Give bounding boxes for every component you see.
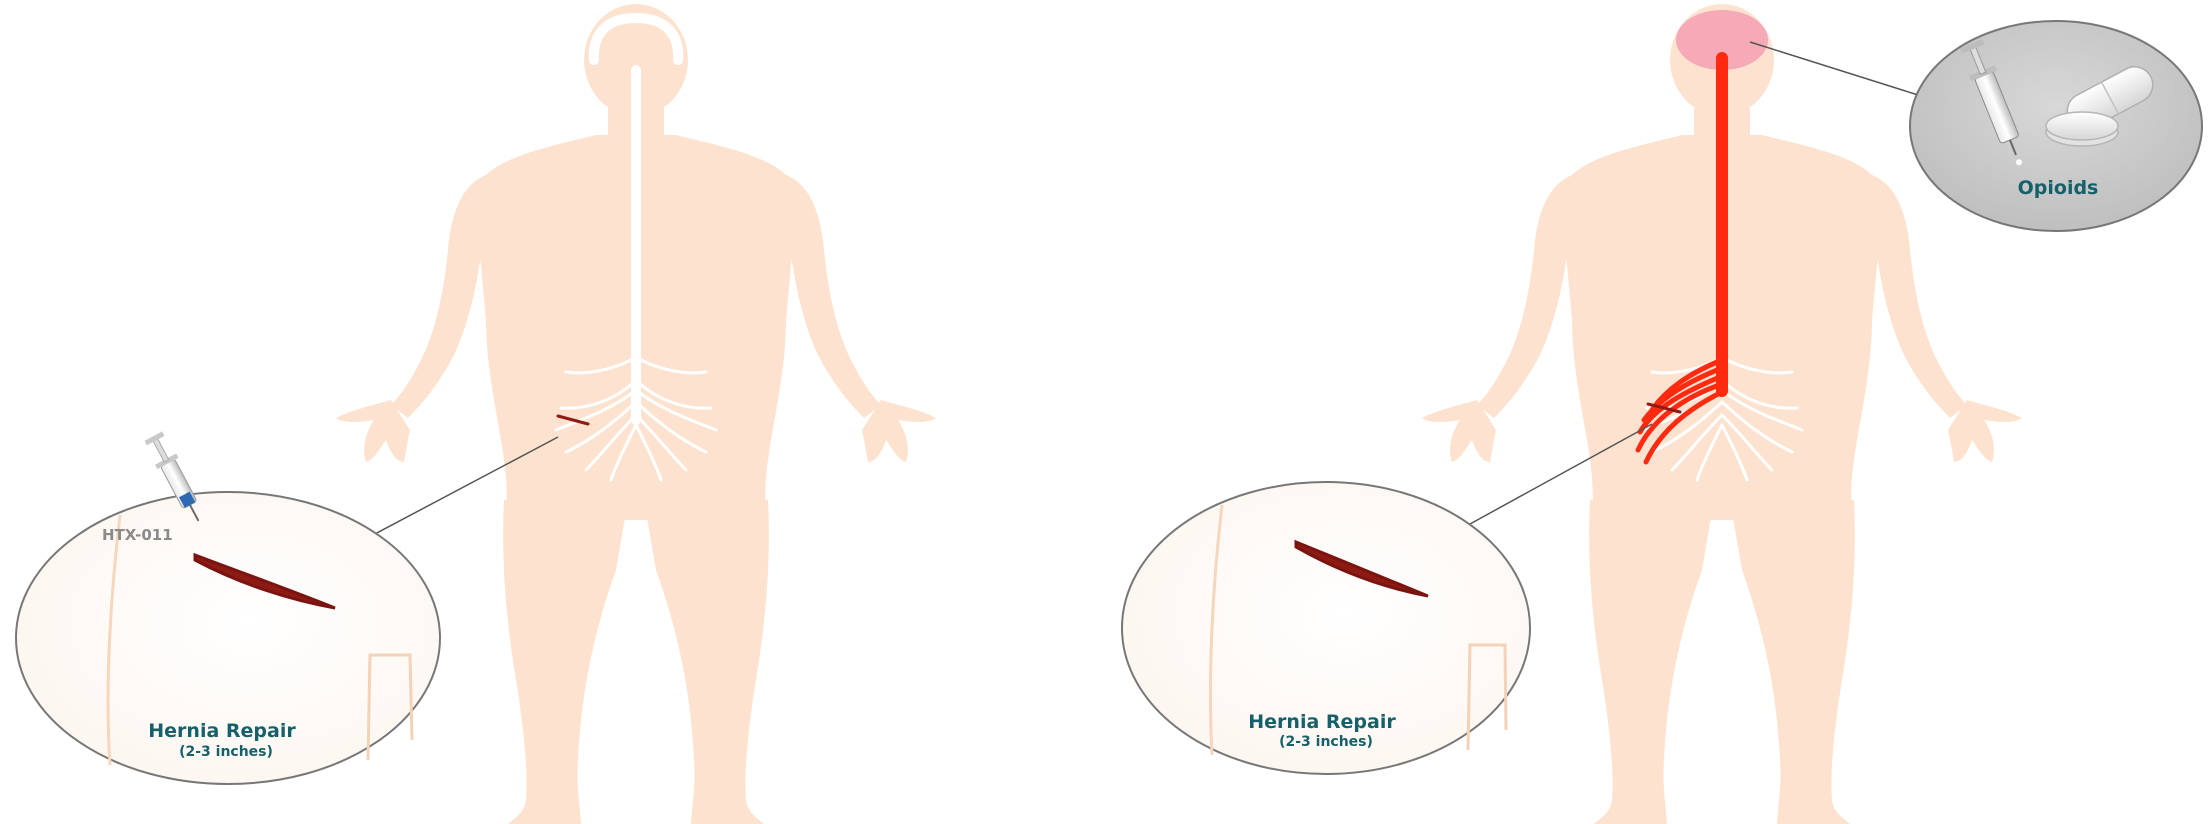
left-figure bbox=[336, 4, 936, 824]
left-callout-title: Hernia Repair bbox=[148, 720, 296, 742]
right-callout-title: Hernia Repair bbox=[1248, 711, 1396, 733]
right-pain-signal-spinal-cord bbox=[1716, 52, 1728, 397]
right-callout: Hernia Repair (2-3 inches) bbox=[1122, 482, 1530, 774]
left-callout-subtitle: (2-3 inches) bbox=[179, 744, 273, 760]
opioids-leader-line bbox=[1750, 42, 1918, 95]
opioids-label: Opioids bbox=[2018, 177, 2099, 199]
left-callout: HTX-011 Hernia Repair (2-3 inches) bbox=[16, 430, 440, 784]
opioids-callout: Opioids bbox=[1910, 21, 2202, 231]
htx-011-label: HTX-011 bbox=[102, 526, 173, 544]
right-callout-subtitle: (2-3 inches) bbox=[1279, 734, 1373, 750]
left-spinal-cord bbox=[631, 65, 641, 425]
opioid-tablet-icon bbox=[2046, 112, 2118, 146]
